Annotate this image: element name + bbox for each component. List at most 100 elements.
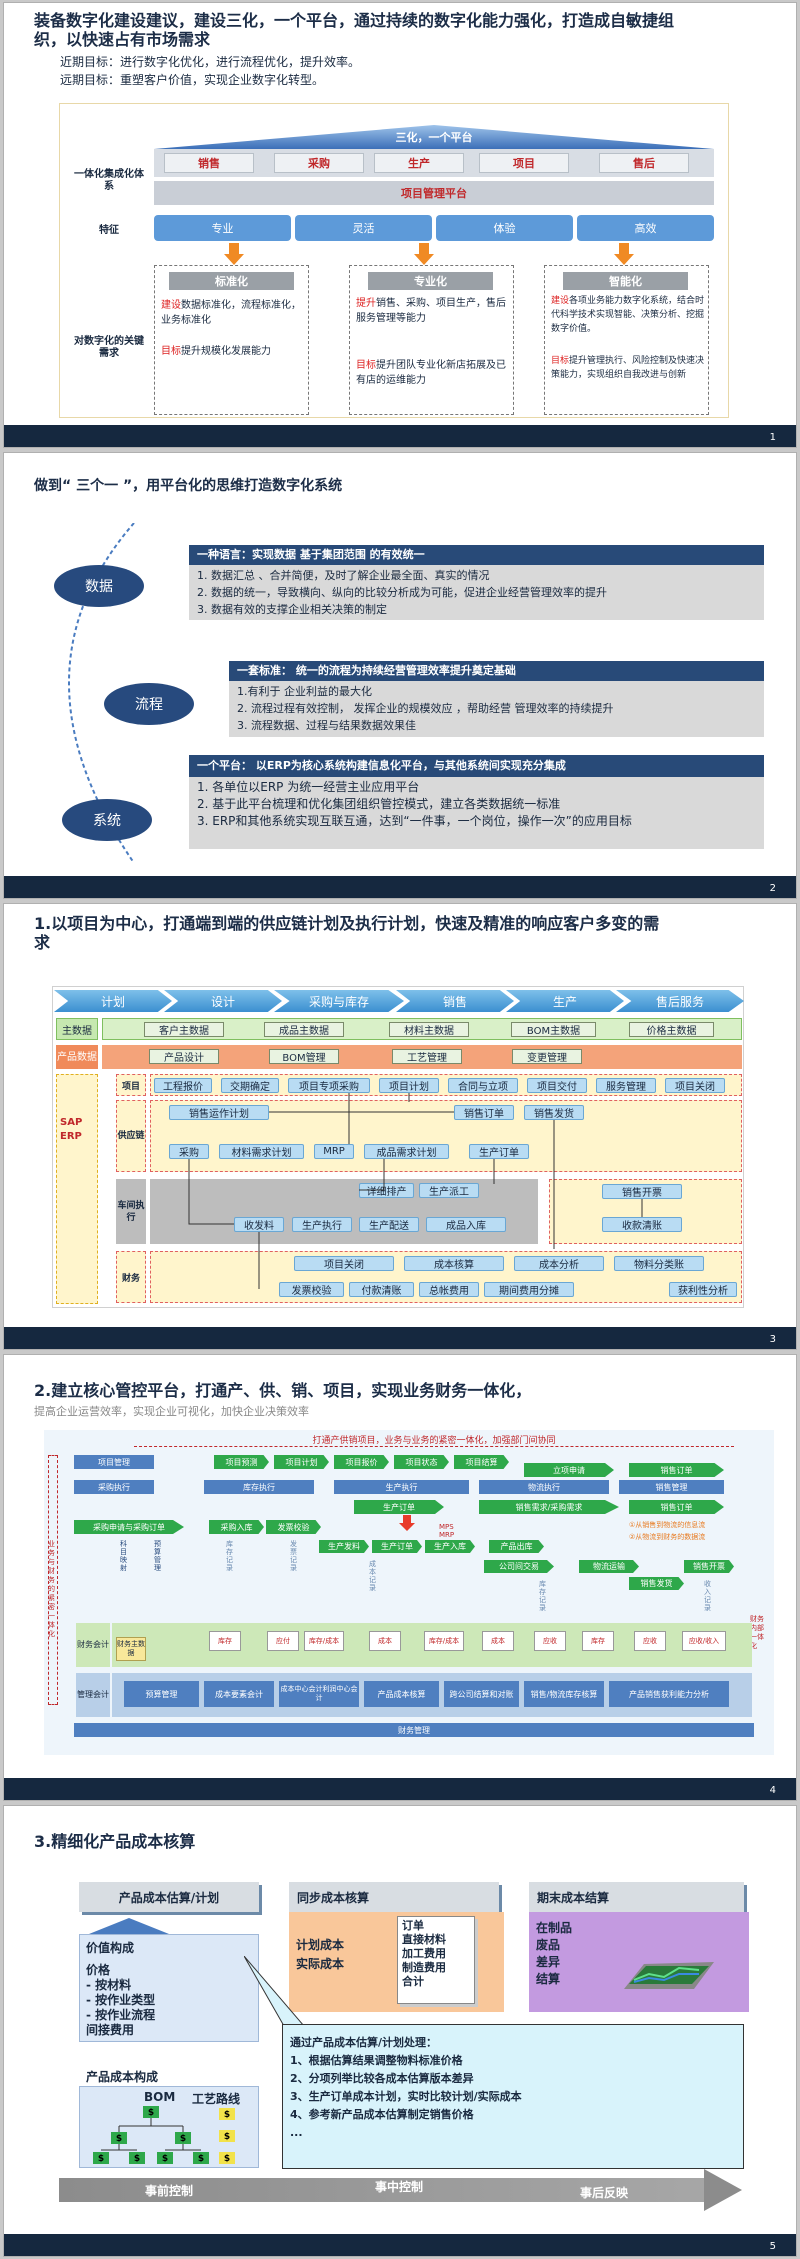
master-item: BOM主数据 — [511, 1022, 596, 1037]
mid-item: 销售开票 — [684, 1560, 734, 1573]
fin-doc: 应收 — [534, 1631, 566, 1651]
product-item: 变更管理 — [512, 1049, 582, 1064]
down-arrow-icon — [399, 1515, 415, 1531]
mid-item: 生产订单 — [372, 1540, 422, 1553]
r2-item: 销售管理 — [619, 1480, 724, 1494]
block-system-head: 一个平台： 以ERP为核心系统构建信息化平台，与其他系统间实现充分集成 — [189, 755, 764, 777]
arrow-head-icon — [704, 2169, 742, 2211]
vert-label: 收入记录 — [704, 1580, 711, 1612]
block-process-head: 一套标准： 统一的流程为持续经营管理效率提升奠定基础 — [229, 661, 764, 681]
fin-doc: 库存/成本 — [304, 1631, 344, 1651]
r2-item: 物流执行 — [479, 1480, 609, 1494]
vert-label: 发票记录 — [290, 1540, 297, 1572]
module-project: 项目 — [479, 153, 569, 173]
fin-item: 物料分类账 — [614, 1256, 704, 1271]
end-box — [529, 1912, 749, 2012]
fin-item: 项目关闭 — [294, 1256, 394, 1271]
slide-4: 2.建立核心管控平台，打通产、供、销、项目，实现业务财务一体化， 提高企业运营效… — [3, 1354, 797, 1801]
feature-eff: 高效 — [577, 215, 714, 241]
row-label-project: 项目 — [116, 1074, 146, 1096]
mid-mrp: MRP — [439, 1531, 455, 1539]
vert-label: 库存记录 — [226, 1540, 233, 1572]
r1-item: 项目状态 — [394, 1455, 449, 1469]
end-lines: 在制品废品差异结算 — [536, 1921, 573, 1986]
shop-item: 生产执行 — [292, 1217, 352, 1232]
mid-item: 公司间交易 — [484, 1560, 554, 1573]
curve-connector — [68, 523, 135, 863]
svg-text:$: $ — [98, 2154, 104, 2164]
module-purchase: 采购 — [274, 153, 364, 173]
row-label-master: 主数据 — [56, 1018, 98, 1040]
r1-item: 项目计划 — [274, 1455, 329, 1469]
master-item: 价格主数据 — [629, 1022, 714, 1037]
card-line: 建设各项业务能力数字化系统，结合时代科学技术实现智能、决策分析、挖掘数字价值。 — [551, 296, 705, 334]
supply-item: 材料需求计划 — [219, 1144, 304, 1159]
col-estimate: 产品成本估算/计划 — [79, 1882, 259, 1912]
card-head: 智能化 — [563, 272, 688, 290]
master-item: 客户主数据 — [144, 1022, 224, 1037]
row-label-finance: 财务 — [116, 1251, 146, 1303]
step-before: 事前控制 — [144, 2183, 193, 2198]
value-head: 价值构成 — [86, 1941, 135, 1955]
r2-order: 销售订单 — [629, 1463, 724, 1477]
block-data-head: 一种语言：实现数据 基于集团范围 的有效统一 — [189, 545, 764, 565]
label-key-needs: 对数字化的关键需求 — [74, 336, 144, 359]
project-item: 项目交付 — [527, 1078, 587, 1093]
shop-item: 收发料 — [234, 1217, 284, 1232]
bom-label: BOM — [144, 2090, 176, 2104]
slide-3: 1.以项目为中心，打通端到端的供应链计划及执行计划，快速及精准的响应客户多变的需… — [3, 903, 797, 1350]
project-item: 交期确定 — [221, 1078, 279, 1093]
project-item: 项目专项采购 — [288, 1078, 370, 1093]
shop-item: 销售开票 — [602, 1184, 682, 1199]
sap-column — [56, 1074, 98, 1304]
fin-doc: 库存/成本 — [424, 1631, 464, 1651]
near-goal: 近期目标：进行数字化优化，进行流程优化，提升效率。 — [60, 55, 361, 69]
far-goal: 远期目标：重塑客户价值，实现企业数字化转型。 — [60, 73, 325, 87]
slide-footer — [4, 1327, 796, 1349]
oval-process: 流程 — [104, 683, 194, 725]
product-item: 产品设计 — [149, 1049, 219, 1064]
feature-flex: 灵活 — [295, 215, 432, 241]
card-specialize: 专业化 提升销售、采购、项目生产，售后服务管理等能力 目标提升团队专业化新店拓展… — [349, 265, 514, 415]
slide-title: 2.建立核心管控平台，打通产、供、销、项目，实现业务财务一体化， — [34, 1381, 532, 1400]
shop-item: 生产配送 — [359, 1217, 419, 1232]
mgmt-item: 产品成本核算 — [364, 1681, 439, 1707]
process-head: 通过产品成本估算/计划处理： — [290, 2036, 438, 2049]
r1-item: 项目预测 — [214, 1455, 269, 1469]
r3-item: 销售需求/采购需求 — [479, 1500, 619, 1514]
r2-item: 库存执行 — [204, 1480, 314, 1494]
chart-icon — [624, 1962, 714, 1989]
mid-mps: MPS — [439, 1523, 454, 1531]
sync-lines: 计划成本实际成本 — [296, 1938, 345, 1971]
svg-text:$: $ — [134, 2154, 140, 2164]
fin-doc: 库存 — [209, 1631, 241, 1651]
svg-text:$: $ — [162, 2154, 168, 2164]
r1-item: 项目报价 — [334, 1455, 389, 1469]
mid-item: 生产发料 — [319, 1540, 369, 1553]
slide-footer — [4, 2234, 796, 2256]
shop-item: 生产派工 — [419, 1183, 479, 1198]
down-arrow-icon — [224, 243, 244, 265]
slide-1: 装备数字化建设建议，建设三化，一个平台，通过持续的数字化能力强化，打造成自敏捷组… — [3, 2, 797, 448]
col-sync: 同步成本核算 — [289, 1882, 499, 1912]
note-1: ①从销售到物流的信息流 — [629, 1521, 706, 1529]
product-item: BOM管理 — [269, 1049, 339, 1064]
fin-doc: 应付 — [267, 1631, 299, 1651]
route-label: 工艺路线 — [192, 2092, 241, 2106]
mgmt-item: 产品销售获利能力分析 — [609, 1681, 729, 1707]
r3-item: 发票校验 — [266, 1520, 321, 1534]
fin-doc: 库存 — [582, 1631, 614, 1651]
page-number: 3 — [769, 1334, 776, 1345]
diagram-frame — [52, 986, 744, 1308]
fin-item: 期间费用分摊 — [484, 1282, 574, 1297]
r2-item: 生产执行 — [334, 1480, 469, 1494]
callout-pointer — [244, 1956, 304, 2026]
page-number: 2 — [769, 883, 776, 894]
mgmt-item: 跨公司结算和对账 — [444, 1681, 519, 1707]
svg-text:$: $ — [148, 2108, 154, 2118]
step-during: 事中控制 — [374, 2179, 423, 2194]
card-line: 提升销售、采购、项目生产，售后服务管理等能力 — [356, 298, 506, 324]
master-item: 材料主数据 — [389, 1022, 469, 1037]
